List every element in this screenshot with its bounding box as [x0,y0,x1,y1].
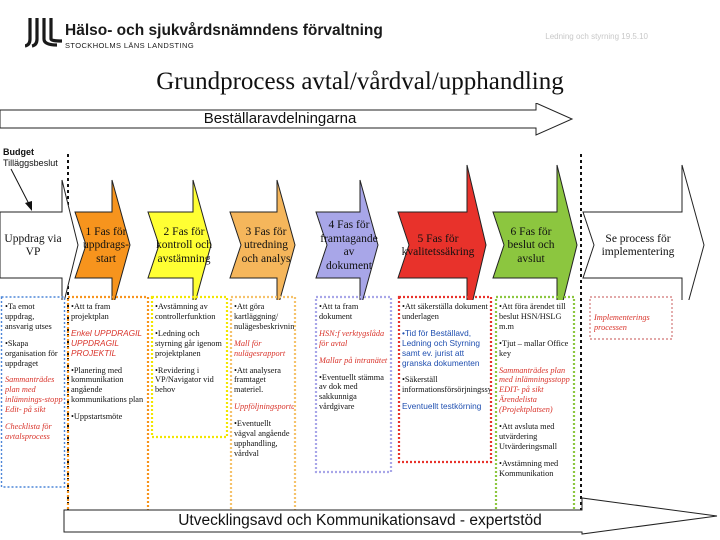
stage-arrow-fas5 [397,164,487,300]
landsting-logo-icon [25,18,63,48]
column-fas4: •Att ta fram dokument HSN:f verktygslåda… [319,302,389,474]
col6-line: •Avstämning med Kommunikation [499,458,559,478]
col4-line: •Eventuellt stämma av dok med sakkunniga… [319,372,384,412]
stage-arrow-fas1 [74,179,131,300]
col2-line: •Revidering i VP/Navigator vid behov [155,365,214,395]
stage-arrow-fas4 [315,179,379,300]
col6-line: Sammanträdes plan med inlämningsstopp ED… [499,365,570,415]
col1-line: •Att ta fram projektplan [71,302,111,321]
band-top-label: Beställaravdelningarna [203,110,357,127]
col0-line: Sammanträdes plan med inlämnings-stopp E… [5,375,63,415]
col3-line: Uppföljningsportalen [234,402,294,412]
band-top-arrow [0,103,574,136]
col7-line: Implementerings processen [594,313,650,332]
col3-line: •Att göra kartläggning/ nulägesbeskrivni… [234,302,294,331]
column-fas6: •Att föra ärendet till beslut HSN/HSLG m… [499,302,573,512]
org-subtitle: STOCKHOLMS LÄNS LANDSTING [65,41,195,50]
budget-subtitle: Tilläggsbeslut [3,158,58,168]
page-title: Grundprocess avtal/vårdval/upphandling [156,68,564,95]
col0-line: Checklista för avtalsprocess [5,422,52,441]
col6-line: •Att föra ärendet till beslut HSN/HSLG m… [499,302,566,331]
stage-label-uppdrag: Uppdrag via VP [4,232,62,259]
col3-line: •Eventuellt vägval angående upphandling,… [234,419,290,458]
org-name: Hälso- och sjukvårdsnämndens förvaltning [65,22,383,39]
col2-line: •Ledning och styrning går igenom projekt… [155,328,222,358]
stage-label-fas1: 1 Fas för uppdrags-start [83,225,129,265]
col2-line: •Avstämning av controllerfunktion [155,302,216,321]
col6-line: •Tjut – mallar Office key [499,338,569,358]
band-bottom-arrow [63,497,718,535]
stage-arrow-uppdrag [0,179,79,300]
phase-chevrons [0,164,705,300]
stage-label-fas2: 2 Fas för kontroll och avstämning [156,225,212,265]
col1-line: •Uppstartsmöte [71,412,123,422]
col5-line: •Tid för Beställavd, Ledning och Styrnin… [402,327,480,368]
budget-pointer-arrow [10,168,32,211]
stage-arrow-fas6 [492,164,578,300]
col1-line: Enkel UPPDRAGIL UPPDRAGIL PROJEKTIL [71,327,142,358]
col4-line: Mallar på intranätet [319,355,388,365]
column-fas5: •Att säkerställa dokument underlagen •Ti… [402,302,490,464]
stage-label-fas5: 5 Fas för kvalitetssäkring [401,232,475,259]
column-fas1: •Att ta fram projektplan Enkel UPPDRAGIL… [71,302,147,514]
stage-arrow-se-process [582,164,705,300]
header-date: Ledning och styrning 19.5.10 [545,32,648,41]
col0-line: •Ta emot uppdrag, ansvarig utses [5,302,52,331]
col4-line: •Att ta fram dokument [319,302,359,321]
col3-line: Mall för nulägesrapport [234,338,286,358]
stage-arrow-fas2 [147,179,212,300]
col1-line: •Planering med kommunikation angående ko… [71,365,144,405]
col5-line: Eventuellt testkörning [402,401,482,412]
stage-label-fas3: 3 Fas för utredning och analys [241,225,291,265]
column-fas3: •Att göra kartläggning/ nulägesbeskrivni… [234,302,294,514]
stage-label-se-process: Se process för implementering [601,232,675,259]
column-implementering: Implementerings processen [594,313,670,347]
col3-line: •Att analysera framtaget materiel. [234,365,281,395]
col6-line: •Att avsluta med utvärdering Utvärdering… [499,422,558,451]
column-uppdrag: •Ta emot uppdrag, ansvarig utses •Skapa … [5,302,63,487]
col5-line: •Säkerställ informationsförsörjningssyst… [402,375,490,395]
col0-line: •Skapa organisation för uppdraget [5,338,58,368]
column-separators [67,154,582,510]
stage-arrow-fas3 [229,179,296,300]
column-fas2: •Avstämning av controllerfunktion •Ledni… [155,302,227,440]
stage-label-fas4: 4 Fas för framtagande av dokument [320,219,378,272]
budget-note: Budget Tilläggsbeslut [3,147,58,169]
col5-line: •Att säkerställa dokument underlagen [402,302,488,321]
band-bottom-label: Utvecklingsavd och Kommunikationsavd - e… [178,512,542,529]
stage-label-fas6: 6 Fas för beslut och avslut [507,225,555,265]
budget-title: Budget [3,147,34,157]
col4-line: HSN:f verktygslåda för avtal [319,328,385,348]
